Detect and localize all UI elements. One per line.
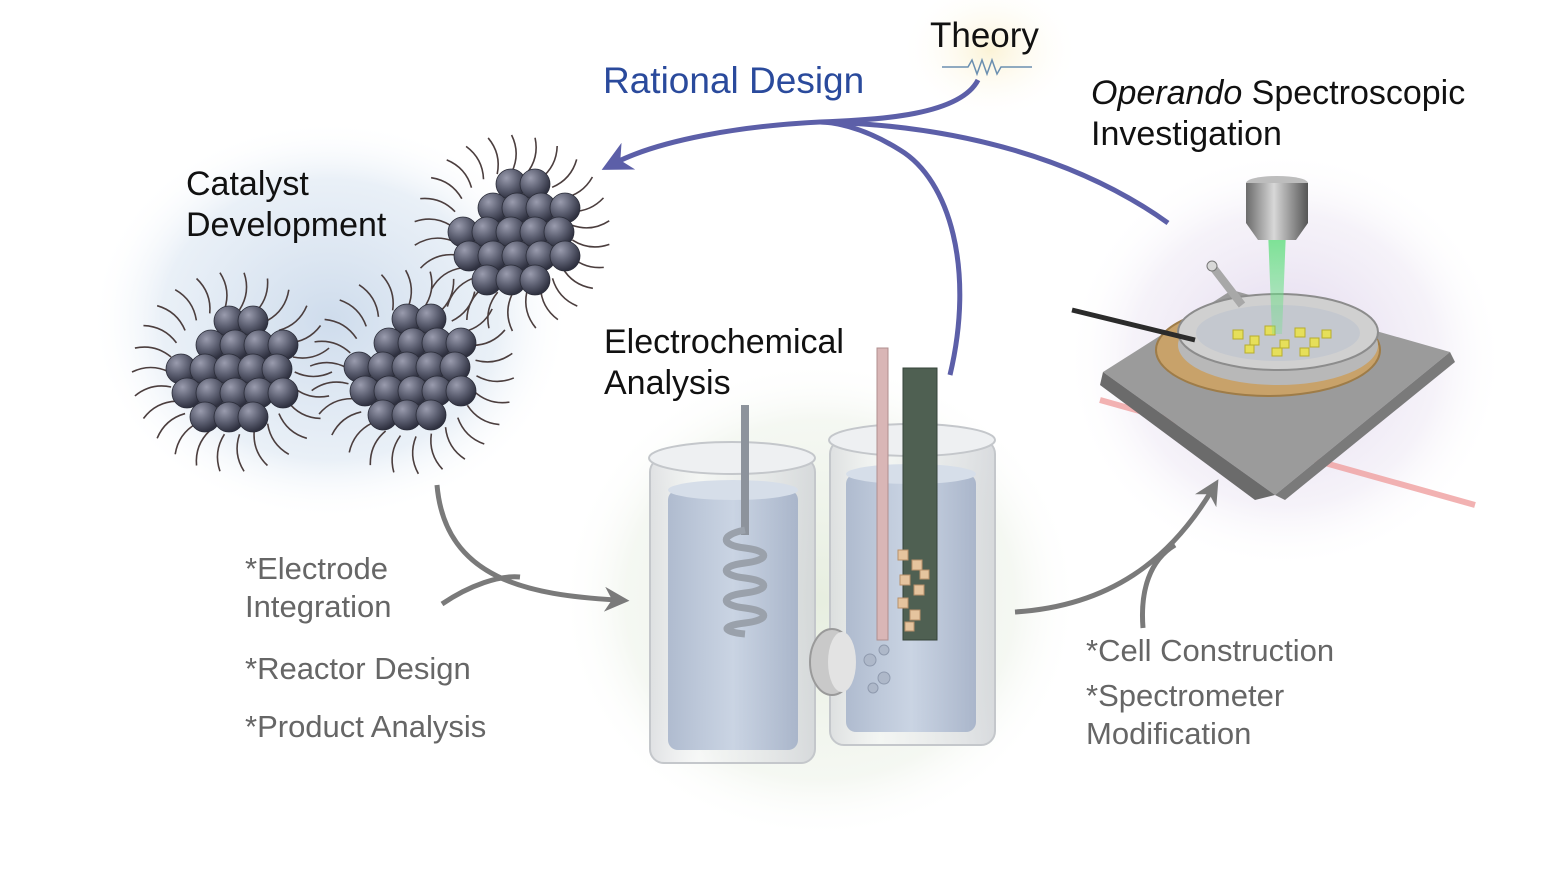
catalyst-to-electro-arrow — [434, 484, 630, 612]
spectrometer-step-line1: *Spectrometer — [1086, 678, 1285, 713]
electro-label-line2: Analysis — [604, 364, 731, 403]
cell-construction-step: *Cell Construction — [1086, 633, 1335, 668]
electro-to-operando-arrow — [1014, 479, 1219, 615]
electrode-integration-step: *Electrode Integration — [245, 550, 392, 626]
resistor-squiggle-icon — [942, 57, 1032, 77]
rational-design-arrow — [601, 78, 981, 170]
operando-label-line1: Operando Spectroscopic — [1091, 73, 1465, 114]
spectrometer-modification-step: *Spectrometer Modification — [1086, 677, 1284, 753]
nanoparticle-cluster-icon — [131, 134, 610, 475]
operando-rest: Spectroscopic — [1242, 74, 1466, 112]
operando-feedback-arrow — [819, 119, 1170, 226]
nanoparticle-cluster — [309, 269, 515, 475]
electrochemical-analysis-label: Electrochemical Analysis — [604, 322, 844, 405]
electro-glow — [560, 360, 1080, 840]
nanoparticle-cluster — [131, 272, 333, 472]
integration-branch-arrow — [440, 574, 521, 607]
electrode-step-line1: *Electrode — [245, 551, 389, 586]
electrode-step-line2: Integration — [245, 588, 392, 624]
electro-label-line1: Electrochemical — [604, 323, 844, 361]
spectrometer-step-line2: Modification — [1086, 715, 1252, 751]
theory-glow — [900, 0, 1080, 120]
catalyst-development-label: Catalyst Development — [186, 164, 386, 247]
product-analysis-step: *Product Analysis — [245, 709, 487, 744]
catalyst-label-line1: Catalyst — [186, 165, 309, 203]
reactor-design-step: *Reactor Design — [245, 651, 471, 686]
operando-label-line2: Investigation — [1091, 115, 1282, 154]
nanoparticle-cluster — [414, 134, 610, 332]
cell-branch-arrow — [1139, 542, 1177, 629]
theory-label: Theory — [930, 16, 1039, 55]
rational-design-label: Rational Design — [603, 60, 865, 101]
operando-italic: Operando — [1091, 74, 1243, 112]
h-cell-reactor-icon — [648, 347, 996, 764]
spectroscopic-cell-icon — [1071, 176, 1476, 508]
operando-investigation-label: Operando Spectroscopic Investigation — [1091, 73, 1465, 156]
catalyst-label-line2: Development — [186, 206, 387, 245]
